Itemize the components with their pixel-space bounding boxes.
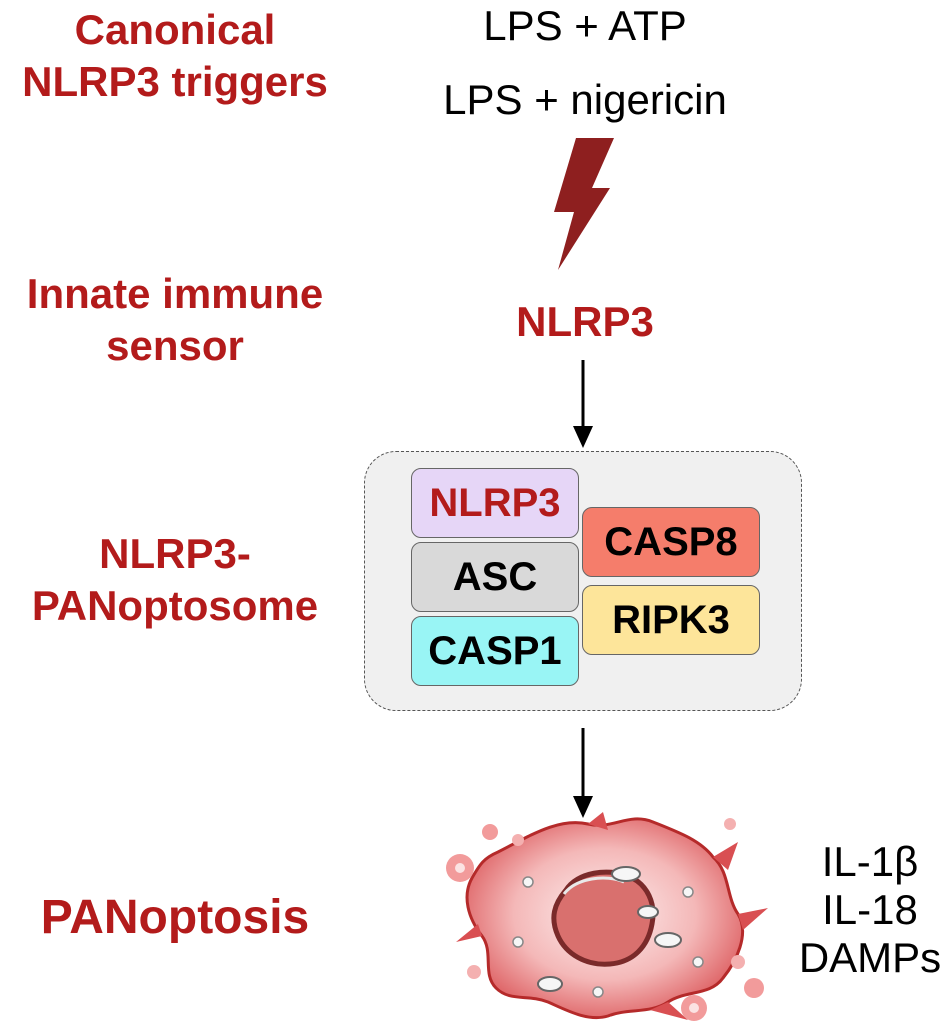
stage-label-complex: NLRP3- PANoptosome — [0, 528, 350, 632]
stage-label-line: NLRP3- — [99, 530, 251, 577]
component-label: CASP1 — [428, 628, 562, 673]
arrow-complex-to-panoptosis — [573, 728, 593, 818]
component-nlrp3: NLRP3 — [411, 468, 579, 538]
stage-label-line: PANoptosis — [40, 891, 310, 944]
released-factors: IL-1β IL-18 DAMPs — [790, 838, 950, 982]
arrow-sensor-to-complex — [573, 360, 593, 448]
stage-label-triggers: Canonical NLRP3 triggers — [0, 4, 350, 108]
stage-label-outcome: PANoptosis — [0, 892, 350, 944]
output-il18: IL-18 — [822, 886, 918, 933]
output-damps: DAMPs — [798, 934, 942, 981]
component-label: RIPK3 — [612, 597, 730, 642]
component-casp8: CASP8 — [582, 507, 760, 577]
component-asc: ASC — [411, 542, 579, 612]
component-label: CASP8 — [604, 519, 738, 564]
component-casp1: CASP1 — [411, 616, 579, 686]
trigger-lps-atp: LPS + ATP — [483, 2, 687, 49]
stage-label-line: PANoptosome — [31, 582, 319, 629]
trigger-lps-nigericin: LPS + nigericin — [443, 76, 727, 123]
component-label: NLRP3 — [429, 480, 561, 525]
stage-label-line: sensor — [106, 322, 244, 369]
output-il1b: IL-1β — [821, 838, 919, 885]
stage-label-line: Innate immune — [26, 270, 324, 317]
stage-label-line: Canonical — [74, 6, 276, 53]
sensor-nlrp3: NLRP3 — [516, 298, 654, 345]
component-label: ASC — [452, 554, 538, 599]
dying-cell-icon — [446, 812, 768, 1021]
stage-label-sensor: Innate immune sensor — [0, 268, 350, 372]
stage-label-line: NLRP3 triggers — [22, 58, 328, 105]
component-ripk3: RIPK3 — [582, 585, 760, 655]
lightning-bolt-icon — [554, 138, 614, 270]
